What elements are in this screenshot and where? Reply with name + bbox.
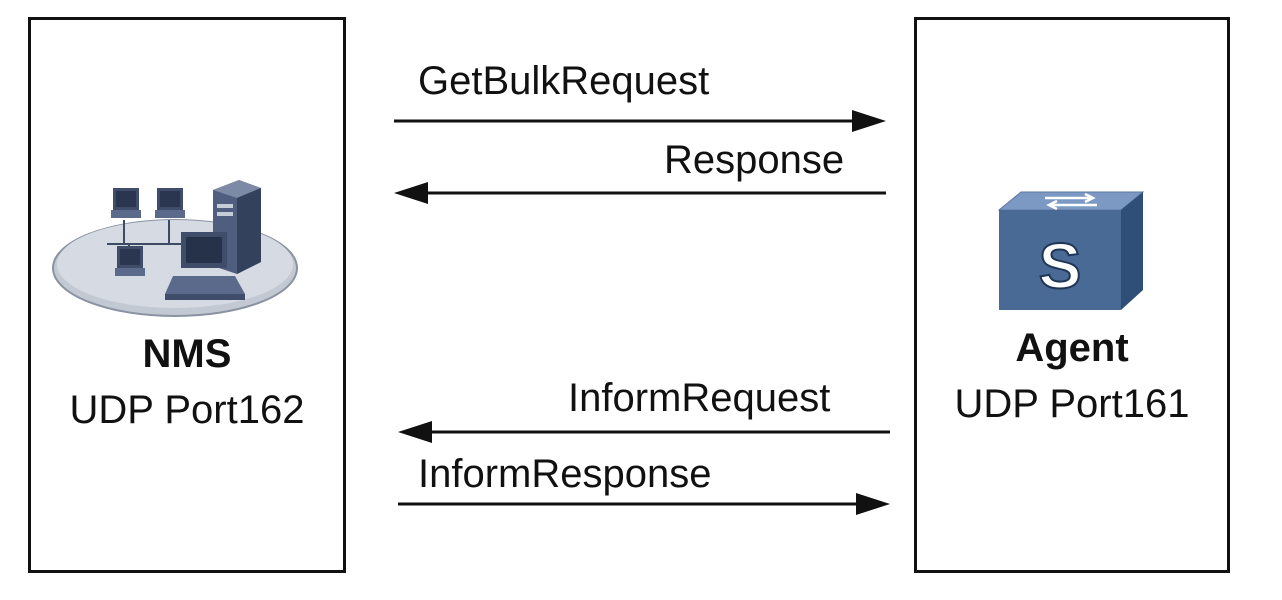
message-label-response: Response: [664, 138, 845, 182]
switch-icon: S: [997, 191, 1145, 310]
arrow-getbulkrequest: [394, 110, 886, 132]
message-label-getbulkrequest: GetBulkRequest: [418, 59, 710, 103]
message-label-informresponse: InformResponse: [418, 452, 712, 496]
nms-port: UDP Port162: [69, 388, 305, 432]
arrow-informresponse: [398, 493, 890, 515]
message-label-informrequest: InformRequest: [568, 376, 831, 420]
arrow-informrequest: [398, 421, 890, 443]
nms-box: NMS UDP Port162: [28, 17, 346, 573]
agent-port: UDP Port161: [954, 382, 1190, 426]
agent-box: S Agent UDP Port161: [914, 17, 1230, 573]
nms-title: NMS: [142, 332, 232, 376]
arrow-response: [394, 182, 886, 204]
agent-title: Agent: [1015, 326, 1129, 370]
network-pcs-server-icon: [52, 180, 298, 317]
switch-letter: S: [1039, 230, 1082, 302]
